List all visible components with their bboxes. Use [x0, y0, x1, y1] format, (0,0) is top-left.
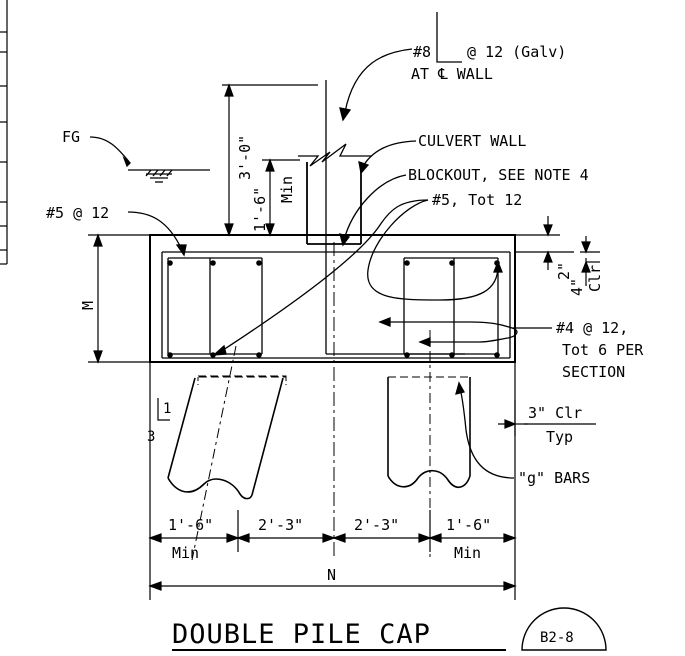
longitudinal-bar-dots: [167, 260, 500, 358]
bar-5-tot-leader: [212, 199, 503, 356]
clear-cover-label: 3" Clr: [528, 404, 582, 422]
embed-height-dimension: [222, 83, 318, 237]
cap-width-label: N: [327, 566, 336, 584]
min-embed-value: 1'-6": [251, 187, 269, 232]
blockout-leader: [339, 174, 407, 247]
bar-8-location: AT ℄ WALL: [411, 65, 493, 83]
bar-8-label: #8: [413, 43, 431, 61]
bar-8-dowel: [325, 80, 465, 355]
bar-4-label-line2: Tot 6 PER: [562, 341, 644, 359]
g-bars-leader: [455, 381, 515, 479]
batter-run: 3: [147, 429, 155, 445]
sheet-reference: B2-8: [540, 630, 574, 646]
finished-grade: [89, 136, 210, 183]
top-clear-dimensions: [515, 216, 600, 286]
border-table-fragment: [0, 0, 8, 265]
cover-unit: Clr: [586, 265, 604, 292]
culvert-wall-leader: [358, 140, 417, 175]
cap-depth-label: M: [79, 301, 97, 310]
edge-right-value: 1'-6": [446, 516, 491, 534]
culvert-wall-label: CULVERT WALL: [418, 132, 526, 150]
bar-5-spacing-label: #5 @ 12: [46, 204, 109, 222]
drawing-title: DOUBLE PILE CAP: [172, 619, 431, 650]
bar-4-label-line3: SECTION: [562, 363, 625, 381]
cap-depth-dimension: [88, 233, 150, 364]
pile-cap-outline: [149, 234, 516, 363]
batter-rise: 1: [163, 401, 171, 417]
reinforcement-cage: [161, 251, 511, 359]
bar-8-spacing: @ 12 (Galv): [467, 43, 566, 61]
edge-left-sub: Min: [172, 544, 199, 562]
spacing-left-value: 2'-3": [258, 516, 303, 534]
fg-label: FG: [62, 128, 80, 146]
g-bars-label: "g" BARS: [518, 469, 590, 487]
cover-value: 4": [568, 278, 586, 296]
bar-4-label-line1: #4 @ 12,: [556, 319, 628, 337]
blockout-label: BLOCKOUT, SEE NOTE 4: [408, 166, 589, 184]
embed-height-value: 3'-0": [236, 135, 254, 180]
min-embed-sub: Min: [278, 176, 296, 203]
bar-5-tot-label: #5, Tot 12: [432, 191, 522, 209]
left-pile-centerline: [191, 345, 237, 561]
culvert-wall: [298, 143, 372, 245]
min-embed-dimension: [262, 158, 300, 237]
batter-indicator: [157, 398, 170, 421]
clear-cover-typ: Typ: [546, 428, 573, 446]
bar-8-leader: [339, 12, 462, 122]
right-vertical-pile: [387, 376, 471, 488]
edge-left-value: 1'-6": [168, 516, 213, 534]
left-battered-pile: [167, 375, 287, 500]
sheet-reference-bubble: [521, 607, 607, 651]
bar-5-spacing-leader: [127, 211, 187, 257]
spacing-right-value: 2'-3": [354, 516, 399, 534]
edge-right-sub: Min: [454, 544, 481, 562]
bar-4-leaders: [378, 317, 552, 347]
horizontal-dimension-chain: [148, 362, 517, 600]
top-clear-value: 2": [555, 262, 573, 280]
